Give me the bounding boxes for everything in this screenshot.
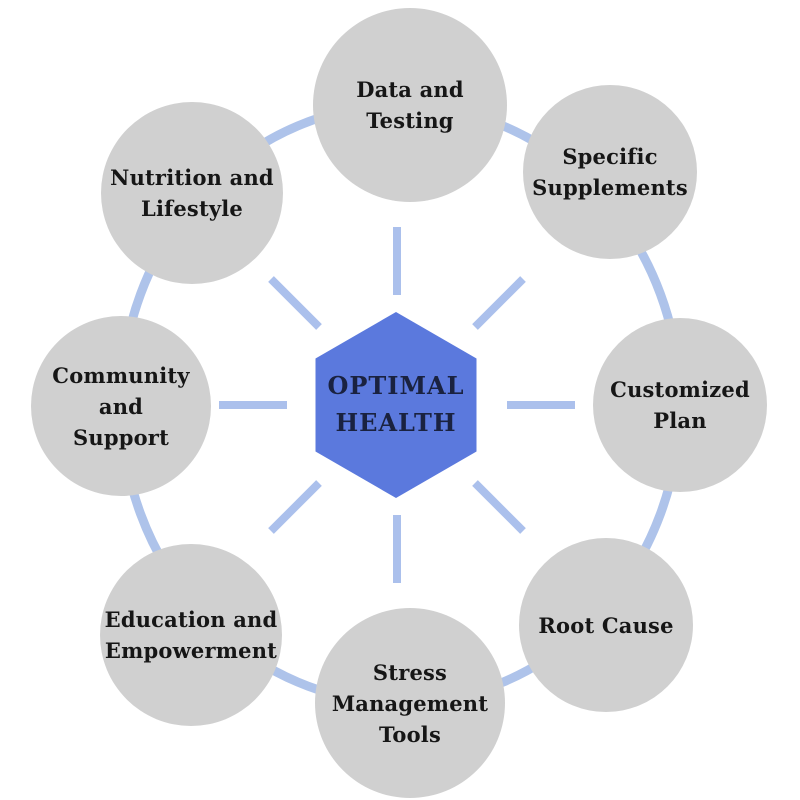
spoke-top-right — [472, 276, 526, 330]
node-root-cause: Root Cause — [519, 538, 693, 712]
node-education-and-empowerment: Education and Empowerment — [100, 544, 282, 726]
node-customized-plan: Customized Plan — [593, 318, 767, 492]
hub-hexagon — [315, 312, 477, 498]
hub-label: OPTIMAL HEALTH — [327, 371, 465, 437]
node-label-stress-management-tools: Stress Management Tools — [331, 659, 489, 747]
spoke-bottom-right — [472, 480, 526, 534]
node-label-data-and-testing: Data and Testing — [356, 77, 464, 133]
node-data-and-testing: Data and Testing — [313, 8, 507, 202]
node-label-education-and-empowerment: Education and Empowerment — [104, 607, 278, 663]
node-stress-management-tools: Stress Management Tools — [315, 608, 505, 798]
node-label-customized-plan: Customized Plan — [610, 377, 750, 433]
node-specific-supplements: Specific Supplements — [523, 85, 697, 259]
spoke-bottom-left — [268, 480, 322, 534]
node-label-specific-supplements: Specific Supplements — [532, 144, 688, 200]
node-label-nutrition-and-lifestyle: Nutrition and Lifestyle — [110, 165, 274, 221]
spoke-top-left — [268, 276, 322, 330]
node-label-community-and-support: Community and Support — [52, 362, 190, 450]
node-label-root-cause: Root Cause — [538, 612, 674, 638]
node-community-and-support: Community and Support — [31, 316, 211, 496]
node-nutrition-and-lifestyle: Nutrition and Lifestyle — [101, 102, 283, 284]
